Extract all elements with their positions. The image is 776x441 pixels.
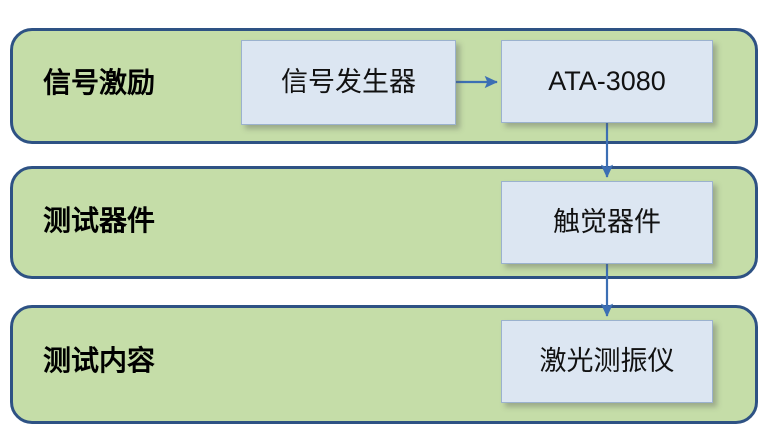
node-ata-3080: ATA-3080 (501, 40, 713, 123)
stage-label-device-under-test: 测试器件 (43, 205, 156, 236)
node-signal-generator: 信号发生器 (241, 40, 456, 125)
node-laser-vibrometer-label: 激光测振仪 (539, 346, 675, 376)
node-tactile-device: 触觉器件 (501, 181, 713, 264)
stage-label-test-content: 测试内容 (43, 345, 156, 376)
node-signal-generator-label: 信号发生器 (281, 67, 416, 97)
stage-label-signal-excitation: 信号激励 (43, 67, 156, 98)
node-tactile-device-label: 触觉器件 (553, 207, 661, 237)
node-ata-3080-label: ATA-3080 (548, 66, 666, 96)
node-laser-vibrometer: 激光测振仪 (501, 320, 713, 403)
